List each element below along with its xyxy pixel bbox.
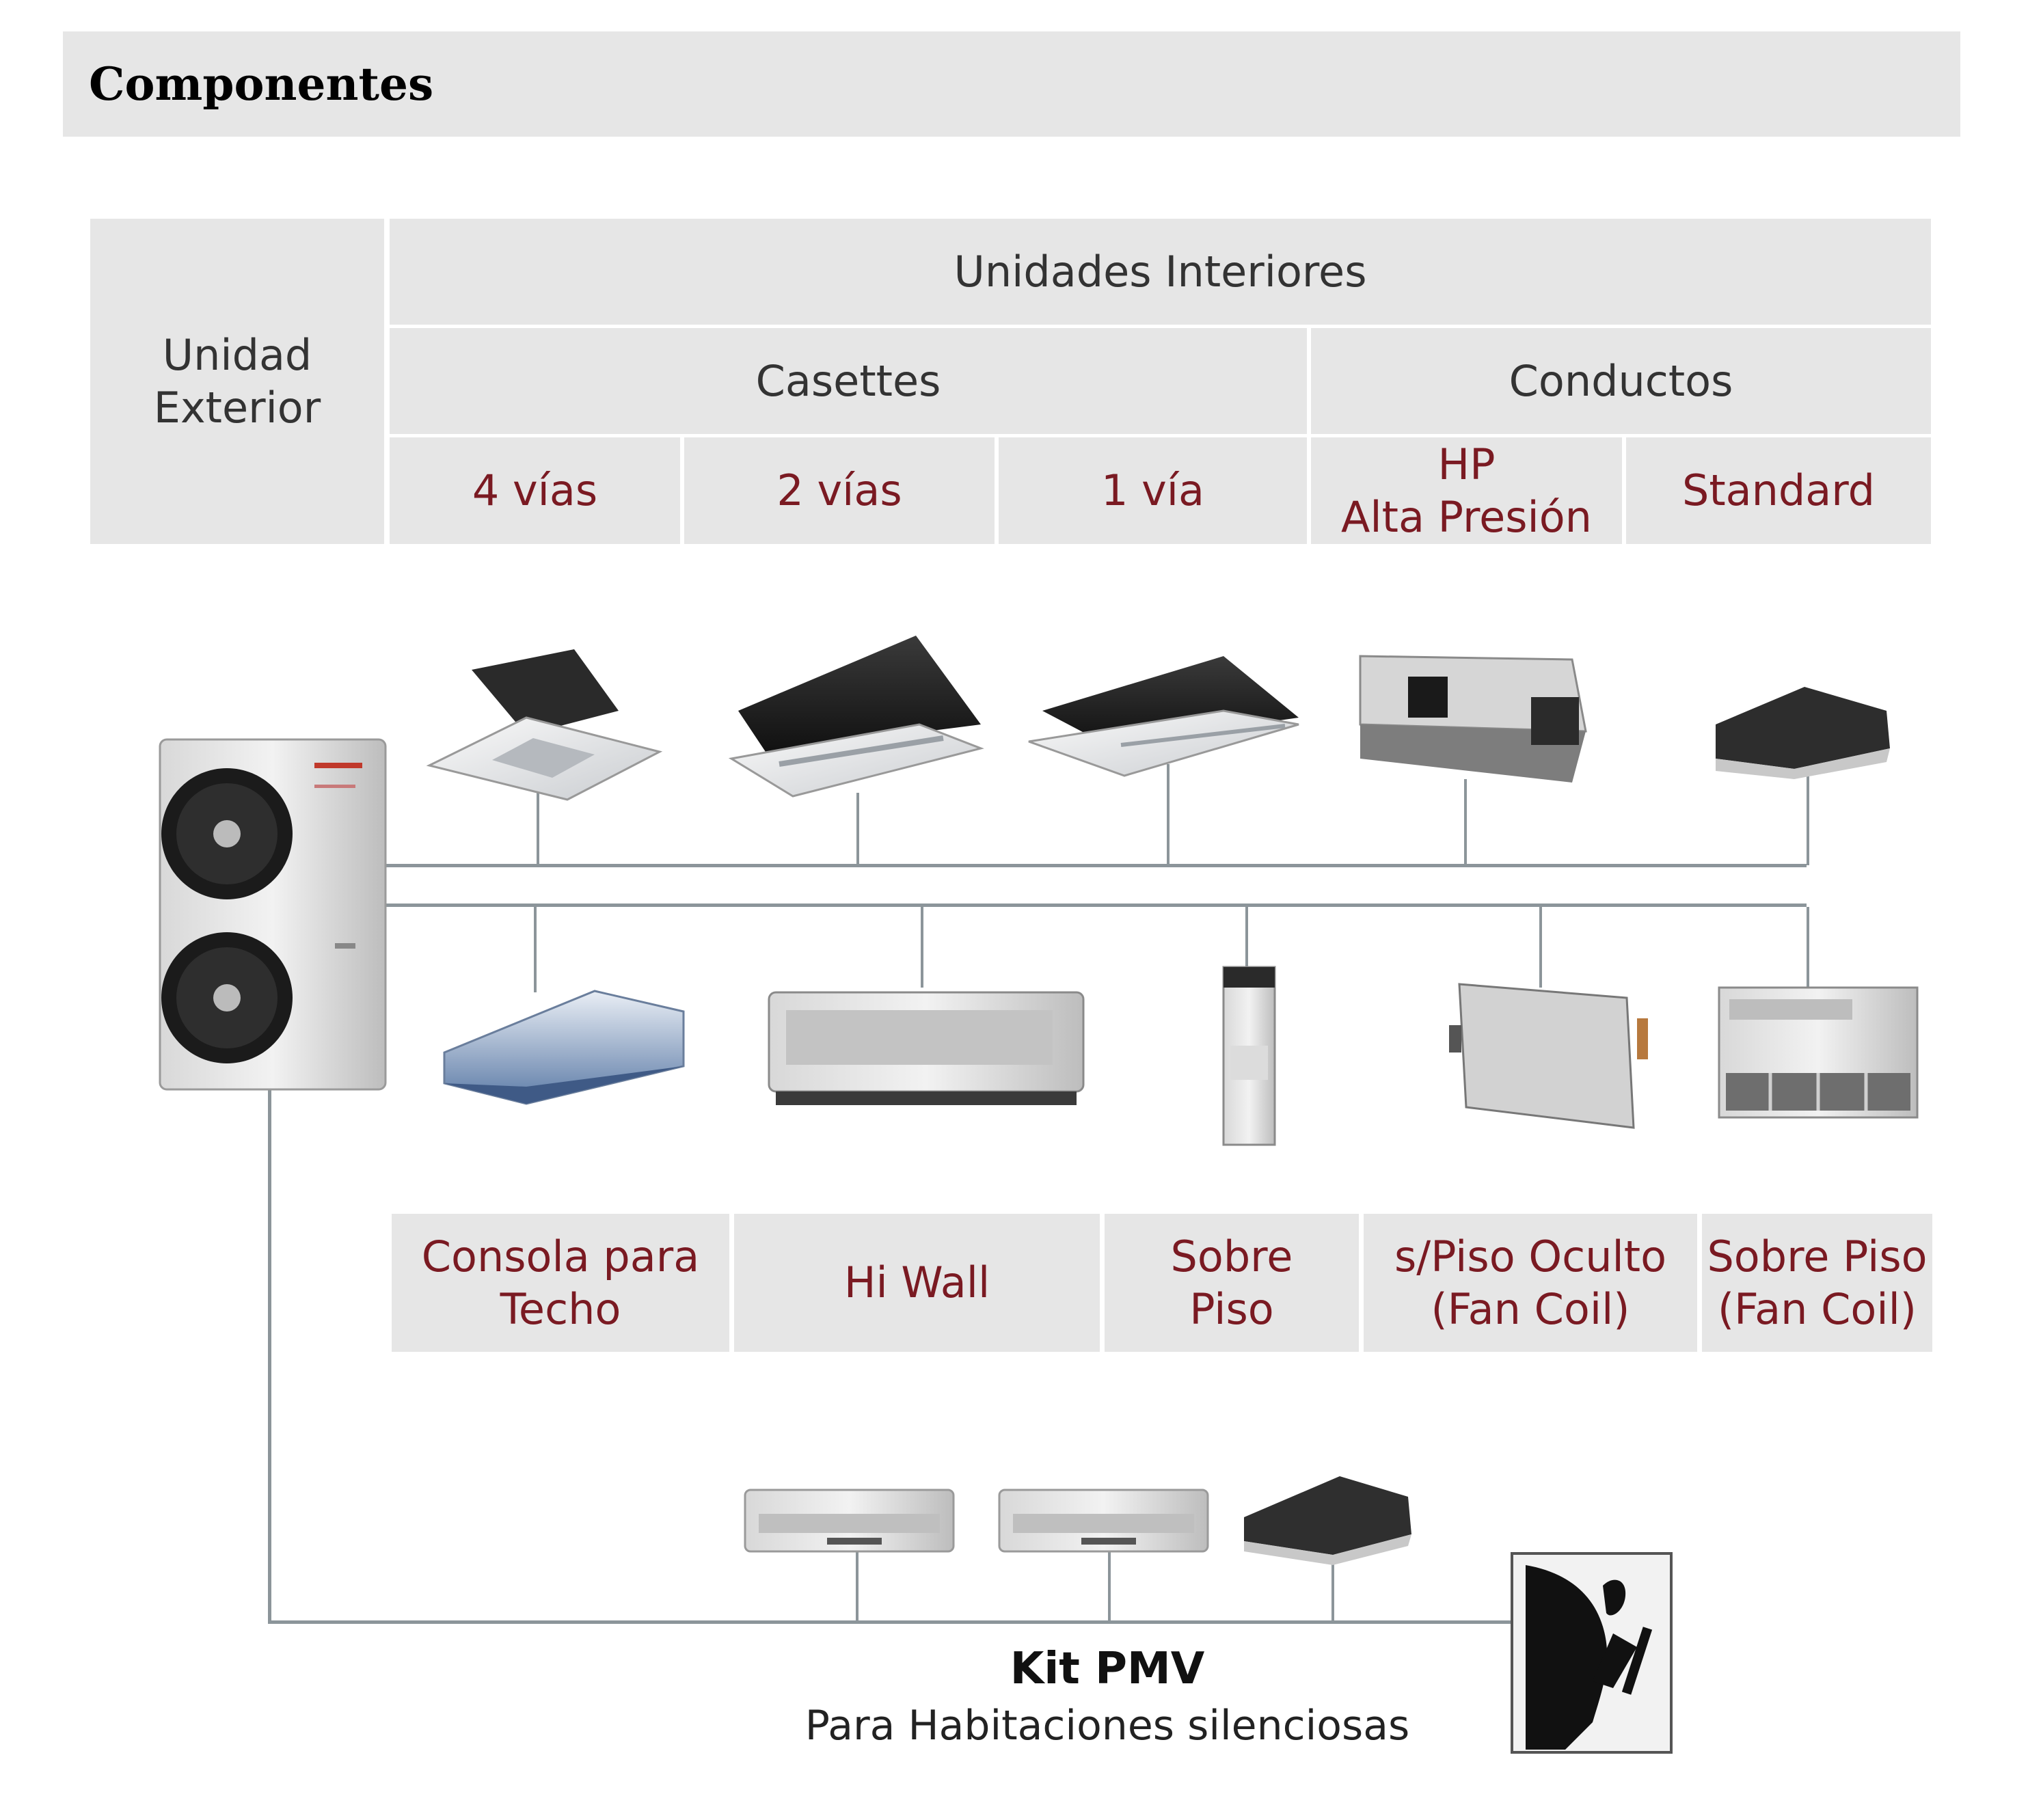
- kit-unit-1-image: [744, 1489, 955, 1553]
- label-piso-oculto-fan-coil: s/Piso Oculto (Fan Coil): [1364, 1214, 1697, 1352]
- drop-standard: [1807, 765, 1809, 865]
- type-1-via: 1 vía: [999, 437, 1307, 544]
- concealed-fan-coil-image: [1449, 983, 1648, 1129]
- cassette-2-vias-image: [728, 636, 984, 798]
- upper-main-pipe: [386, 864, 1807, 867]
- ceiling-console-image: [443, 990, 685, 1105]
- page-title: Componentes: [89, 57, 434, 111]
- kit-drop-3: [1331, 1551, 1334, 1622]
- kit-unit-2-image: [998, 1489, 1209, 1553]
- casettes-header: Casettes: [390, 328, 1307, 434]
- type-4-vias: 4 vías: [390, 437, 680, 544]
- label-sobre-piso-fan-coil: Sobre Piso (Fan Coil): [1702, 1214, 1932, 1352]
- kit-vertical-pipe: [268, 1087, 271, 1623]
- kit-drop-1: [856, 1551, 858, 1622]
- conductos-header: Conductos: [1311, 328, 1931, 434]
- drop-sobre-piso-fan-coil: [1807, 907, 1809, 988]
- drop-piso-oculto: [1539, 907, 1542, 988]
- floor-standing-image: [1222, 966, 1276, 1146]
- type-2-vias: 2 vías: [684, 437, 995, 544]
- cassette-4-vias-image: [426, 649, 663, 801]
- kit-drop-2: [1108, 1551, 1111, 1622]
- hi-wall-image: [768, 991, 1085, 1105]
- drop-4-vias: [537, 793, 539, 865]
- floor-fan-coil-image: [1718, 986, 1919, 1119]
- drop-hp: [1464, 779, 1467, 865]
- label-sobre-piso: Sobre Piso: [1105, 1214, 1359, 1352]
- label-hi-wall: Hi Wall: [734, 1214, 1100, 1352]
- kit-pmv-title: Kit PMV: [1010, 1644, 1205, 1694]
- outdoor-unit-image: [159, 738, 387, 1091]
- silence-image: [1511, 1552, 1673, 1754]
- outdoor-unit-header: Unidad Exterior: [90, 219, 384, 544]
- drop-1-via: [1167, 764, 1170, 865]
- duct-standard-image: [1716, 687, 1890, 779]
- kit-horizontal-pipe: [268, 1620, 1513, 1624]
- drop-consola: [534, 907, 537, 992]
- kit-pmv-subtitle: Para Habitaciones silenciosas: [805, 1702, 1410, 1750]
- type-hp-alta-presion: HP Alta Presión: [1311, 437, 1622, 544]
- drop-sobre-piso: [1245, 907, 1248, 968]
- type-standard: Standard: [1626, 437, 1931, 544]
- cassette-1-via-image: [1028, 656, 1299, 777]
- indoor-units-header: Unidades Interiores: [390, 219, 1931, 325]
- title-bar: Componentes: [63, 31, 1960, 137]
- drop-2-vias: [856, 793, 859, 865]
- label-consola-techo: Consola para Techo: [392, 1214, 729, 1352]
- duct-hp-image: [1359, 655, 1587, 783]
- kit-unit-3-image: [1244, 1476, 1411, 1565]
- drop-hi-wall: [921, 907, 923, 988]
- lower-main-pipe: [386, 904, 1807, 907]
